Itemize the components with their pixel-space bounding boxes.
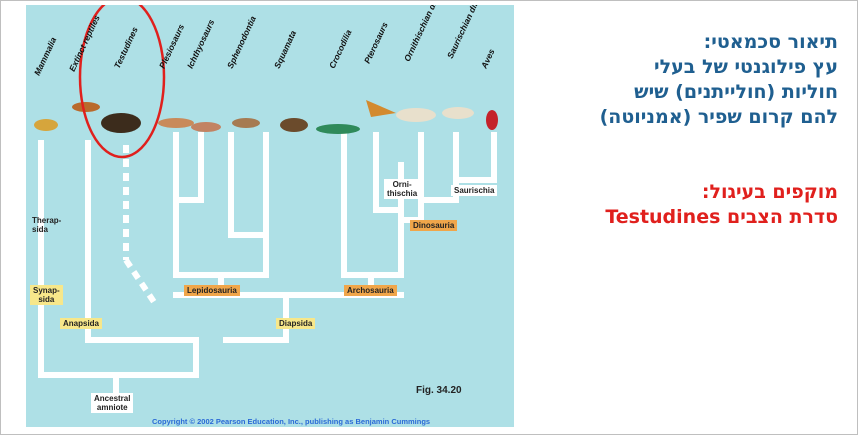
caption-line: סדרת הצבים Testudines <box>605 206 838 228</box>
saurischian-icon <box>442 107 474 119</box>
highlight-caption: מוקפים בעיגול: סדרת הצבים Testudines <box>605 180 838 230</box>
turtle-icon <box>101 113 141 133</box>
tree-svg <box>34 5 498 413</box>
caption-line: חוליות (חולייתנים) שיש <box>634 81 838 103</box>
extinct-reptile-icon <box>72 102 100 112</box>
phylogenetic-tree-figure: Mammalia Extinct reptiles Testudines Ple… <box>26 5 514 427</box>
clade-dinosauria: Dinosauria <box>410 220 458 231</box>
clade-diapsida: Diapsida <box>276 318 316 329</box>
caption-line: עץ פילוגנטי של בעלי <box>654 56 838 78</box>
caption-line: תיאור סכמאטי: <box>703 31 838 53</box>
clade-synapsida: Synap- sida <box>30 285 63 305</box>
copyright-notice: Copyright © 2002 Pearson Education, Inc.… <box>152 417 431 426</box>
caption-line: מוקפים בעיגול: <box>701 181 838 203</box>
figure-reference: Fig. 34.20 <box>416 385 462 396</box>
testudines-highlight-circle <box>78 5 166 159</box>
tuatara-icon <box>232 118 260 128</box>
clade-lepidosauria: Lepidosauria <box>184 285 240 296</box>
clade-therapsida: Therap- sida <box>32 216 62 234</box>
clade-ornithischia: Orni- thischia <box>384 179 421 199</box>
clade-ancestral-amniote: Ancestral amniote <box>91 393 134 413</box>
clade-archosauria: Archosauria <box>344 285 397 296</box>
snake-icon <box>280 118 308 132</box>
clade-anapsida: Anapsida <box>60 318 103 329</box>
caption-line: להם קרום שפיר (אמניוטה) <box>599 106 838 128</box>
bird-icon <box>486 110 498 130</box>
pterosaur-icon <box>366 100 396 117</box>
description-caption: תיאור סכמאטי: עץ פילוגנטי של בעלי חוליות… <box>600 30 838 130</box>
ornithischian-icon <box>396 108 436 122</box>
crocodile-icon <box>316 124 360 134</box>
clade-saurischia: Saurischia <box>451 185 498 196</box>
ichthyosaur-icon <box>191 122 221 132</box>
plesiosaur-icon <box>158 118 194 128</box>
mammal-icon <box>34 119 58 131</box>
